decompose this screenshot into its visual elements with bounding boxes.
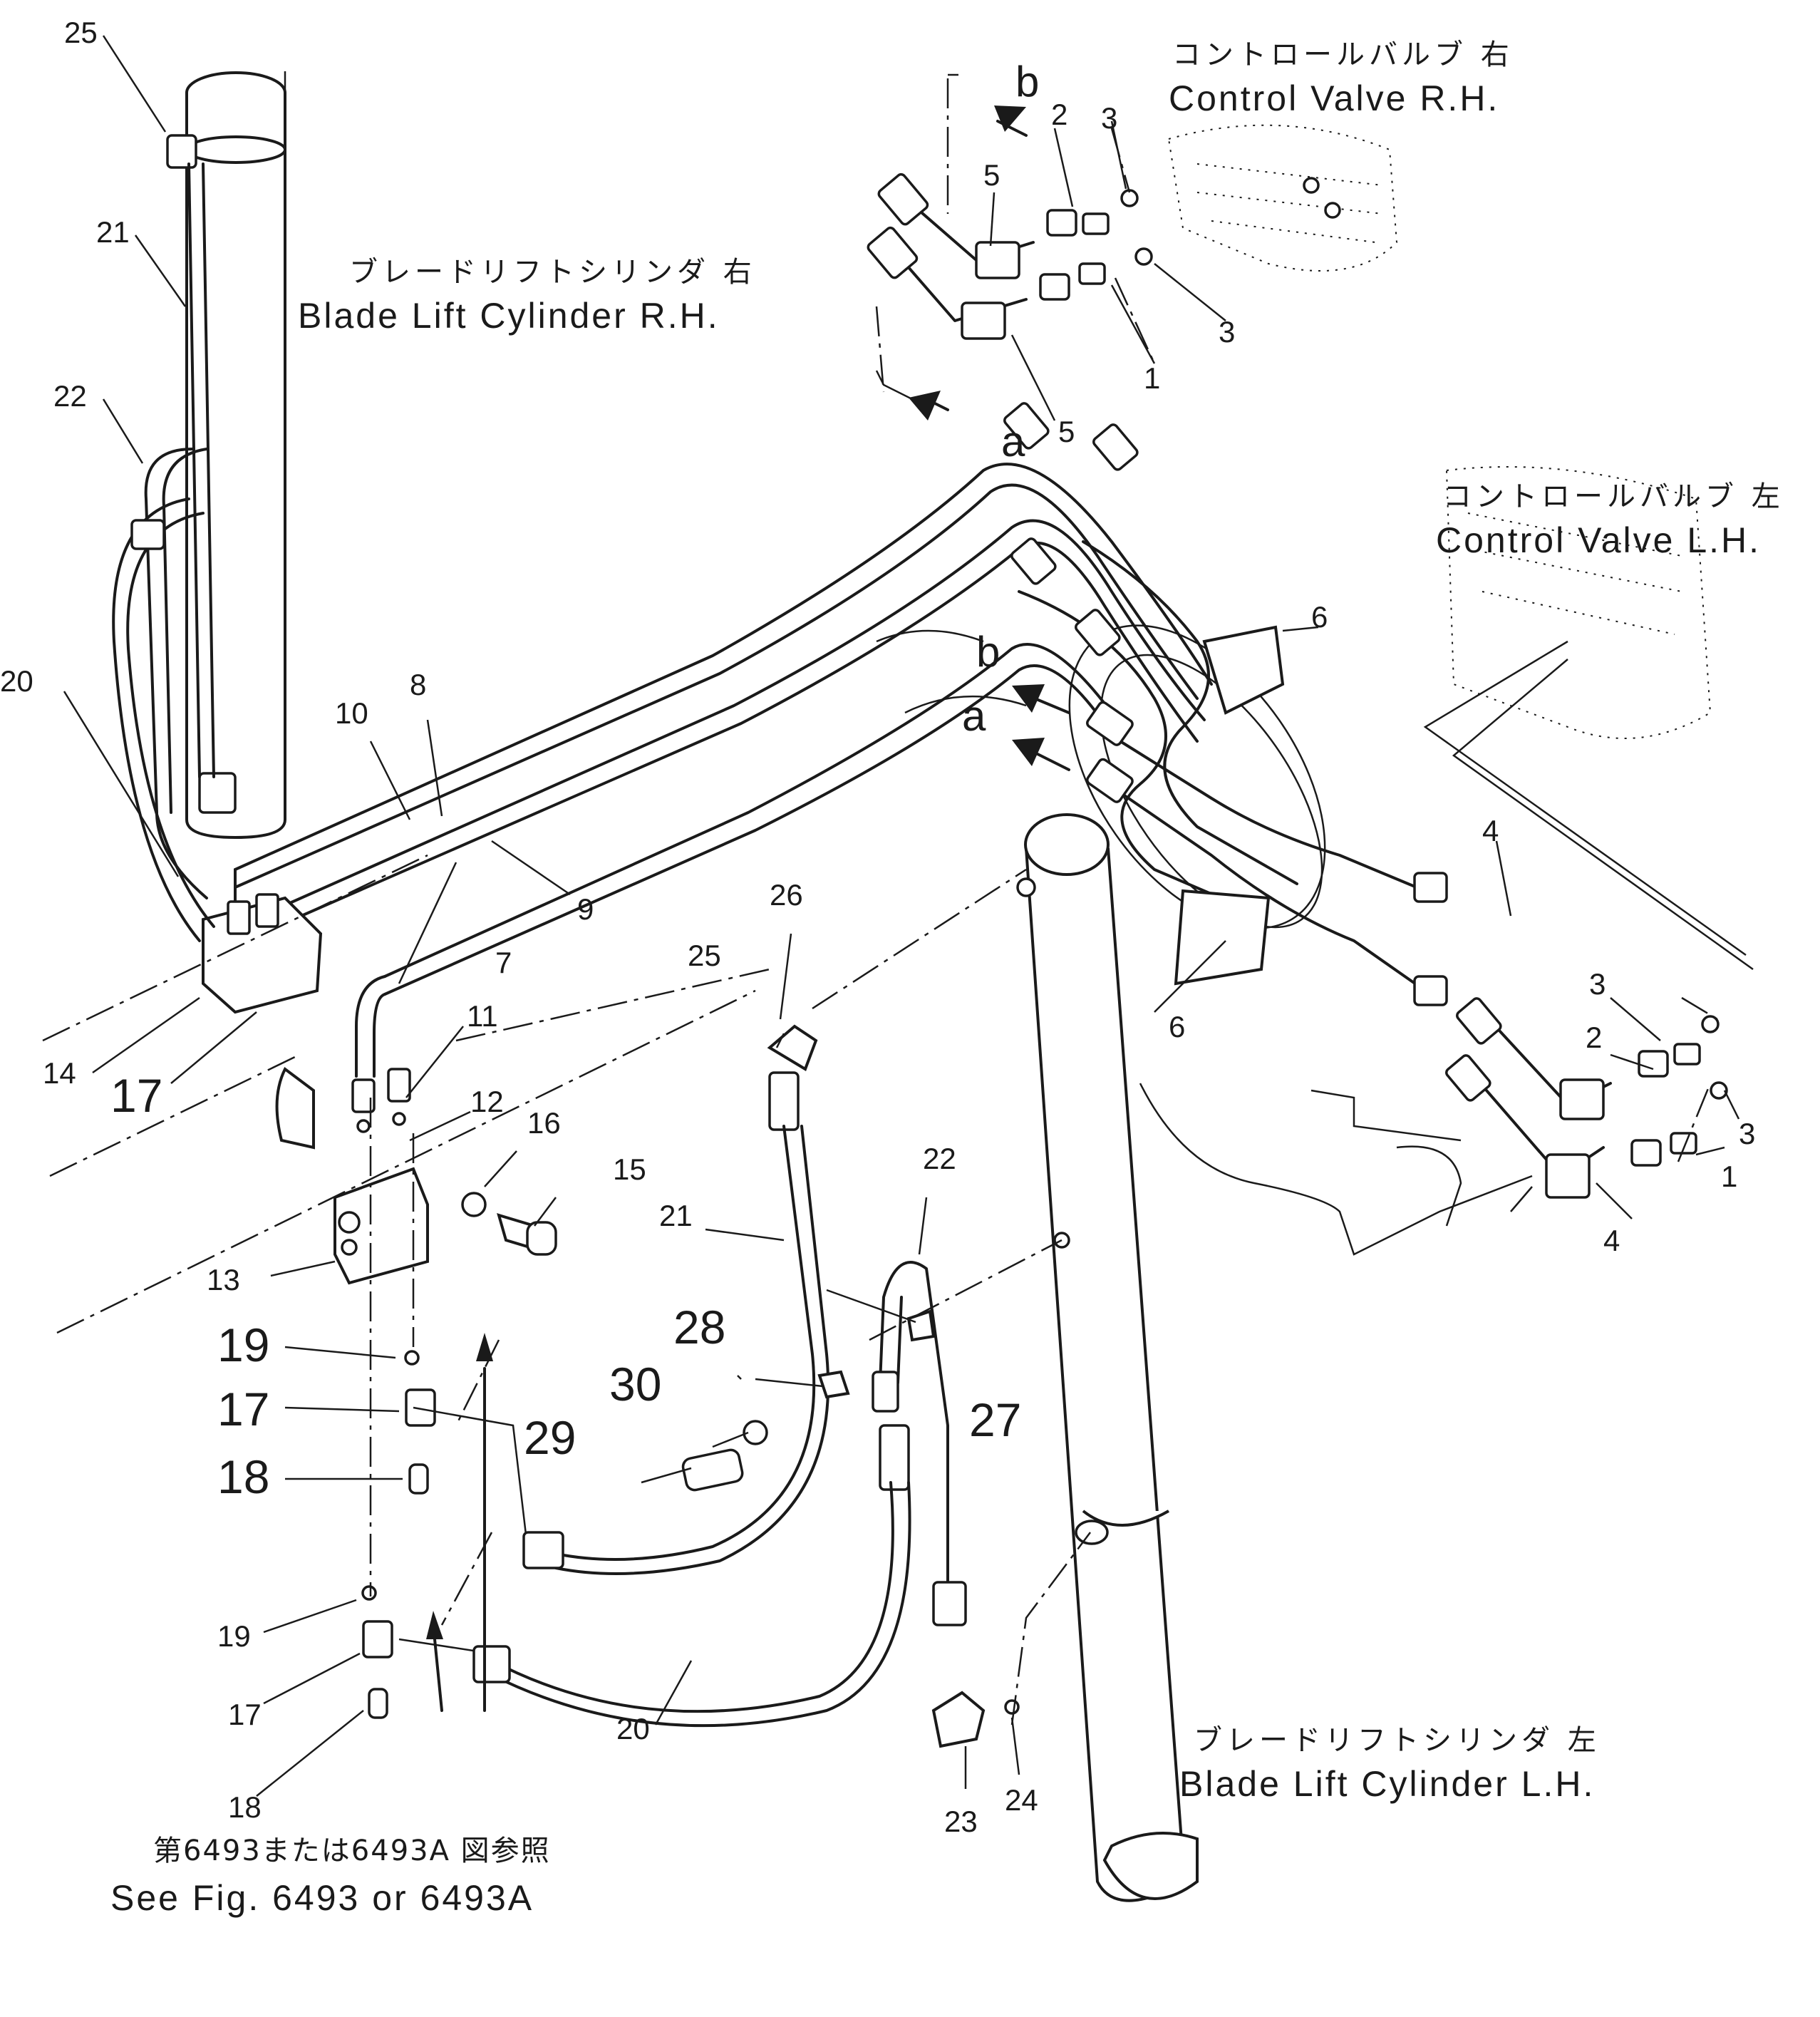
connection-ref-labels: b a b a xyxy=(962,58,1039,740)
callout-28: 28 xyxy=(673,1301,725,1353)
callout-2-lh: 2 xyxy=(1586,1021,1602,1054)
rh-cylinder-hoses xyxy=(112,163,215,942)
control-valve-rh-en-label: Control Valve R.H. xyxy=(1169,78,1499,118)
callout-1-rh: 1 xyxy=(1144,361,1160,395)
control-valve-lh-jp-label: コントロールバルブ 左 xyxy=(1443,480,1784,513)
callout-25: 25 xyxy=(64,16,98,49)
callout-3-lh-bottom: 3 xyxy=(1739,1117,1755,1150)
callout-27: 27 xyxy=(969,1393,1021,1446)
callout-3-rh-top: 3 xyxy=(1101,101,1117,135)
lower-fittings xyxy=(361,1350,529,1719)
callout-19: 19 xyxy=(217,1619,251,1653)
control-valve-rh-jp-label: コントロールバルブ 右 xyxy=(1172,38,1514,71)
callout-19-large: 19 xyxy=(217,1319,269,1371)
control-valve-lh-en-label: Control Valve L.H. xyxy=(1436,520,1761,560)
callout-5-rh-top: 5 xyxy=(983,158,1000,192)
callout-13: 13 xyxy=(207,1263,240,1296)
frame-outline xyxy=(876,629,1533,1256)
callout-5-rh-bottom: 5 xyxy=(1058,415,1075,448)
callout-2-rh: 2 xyxy=(1051,98,1067,131)
callout-20-lower: 20 xyxy=(616,1712,650,1745)
callout-3-lh-top: 3 xyxy=(1589,967,1606,1001)
ref-b-label: b xyxy=(1015,58,1039,105)
connection-arrows xyxy=(426,105,1070,1712)
ref-a-label: a xyxy=(1001,418,1025,465)
blade-lift-cylinder-lh-jp-label: ブレードリフトシリンダ 左 xyxy=(1194,1724,1601,1757)
see-fig-jp-note: 第6493または6493A 図参照 xyxy=(153,1835,551,1867)
callout-22-lower: 22 xyxy=(923,1142,956,1175)
lh-cylinder-hoses xyxy=(472,1024,1020,1748)
leader-lines xyxy=(63,35,1740,1797)
callout-4-lh-bottom: 4 xyxy=(1603,1224,1620,1257)
callout-12: 12 xyxy=(470,1085,504,1118)
callout-17: 17 xyxy=(228,1698,262,1731)
callout-3-rh-bottom: 3 xyxy=(1219,315,1235,349)
callout-24: 24 xyxy=(1005,1783,1038,1817)
callout-6-lower: 6 xyxy=(1169,1010,1185,1043)
callout-17-large: 17 xyxy=(110,1069,162,1122)
callout-16: 16 xyxy=(527,1106,561,1140)
callout-4-lh-top: 4 xyxy=(1482,814,1499,847)
callout-22: 22 xyxy=(53,379,87,413)
callout-21: 21 xyxy=(96,215,130,249)
callout-15: 15 xyxy=(613,1152,646,1186)
valve-hoses xyxy=(1003,402,1448,1006)
callout-10: 10 xyxy=(335,696,368,730)
see-fig-en-note: See Fig. 6493 or 6493A xyxy=(110,1878,534,1918)
control-valve-lh xyxy=(1423,466,1754,971)
blade-lift-cylinder-lh-en-label: Blade Lift Cylinder L.H. xyxy=(1179,1764,1595,1804)
callout-29: 29 xyxy=(524,1411,576,1464)
callout-23: 23 xyxy=(944,1805,978,1838)
callout-9: 9 xyxy=(577,892,594,926)
ref-a-label: a xyxy=(962,692,986,740)
callout-11: 11 xyxy=(467,999,498,1033)
callout-18-large: 18 xyxy=(217,1450,269,1503)
callout-1-lh: 1 xyxy=(1721,1160,1737,1193)
ref-b-label: b xyxy=(976,628,1000,676)
callout-17-large-b: 17 xyxy=(217,1383,269,1435)
valve-blocks xyxy=(202,893,557,1285)
callout-6-upper: 6 xyxy=(1311,600,1328,634)
callout-25-lower: 25 xyxy=(688,939,721,972)
control-valve-rh xyxy=(1167,124,1398,272)
assembly-lines xyxy=(42,71,1718,1725)
tube-bundle xyxy=(234,463,1213,1078)
part-name-labels: コントロールバルブ 右 Control Valve R.H. コントロールバルブ… xyxy=(110,38,1784,1918)
blade-lift-cylinder-rh-jp-label: ブレードリフトシリンダ 右 xyxy=(349,256,756,289)
callout-14: 14 xyxy=(43,1056,76,1090)
callout-numbers: 25 21 22 20 10 8 9 7 14 17 11 12 16 15 1… xyxy=(0,16,1755,1838)
callout-8: 8 xyxy=(410,668,426,701)
callout-26: 26 xyxy=(770,878,803,912)
callout-20: 20 xyxy=(0,664,33,698)
blade-lift-cylinder-rh-en-label: Blade Lift Cylinder R.H. xyxy=(298,296,720,336)
callout-18: 18 xyxy=(228,1790,262,1824)
callout-30: 30 xyxy=(609,1358,661,1410)
elbow-connectors xyxy=(867,172,1728,1199)
blade-lift-cylinder-lh xyxy=(1016,813,1199,1902)
callout-21-lower: 21 xyxy=(659,1199,693,1232)
callout-7: 7 xyxy=(495,946,512,979)
clamp-brackets xyxy=(1174,625,1285,986)
